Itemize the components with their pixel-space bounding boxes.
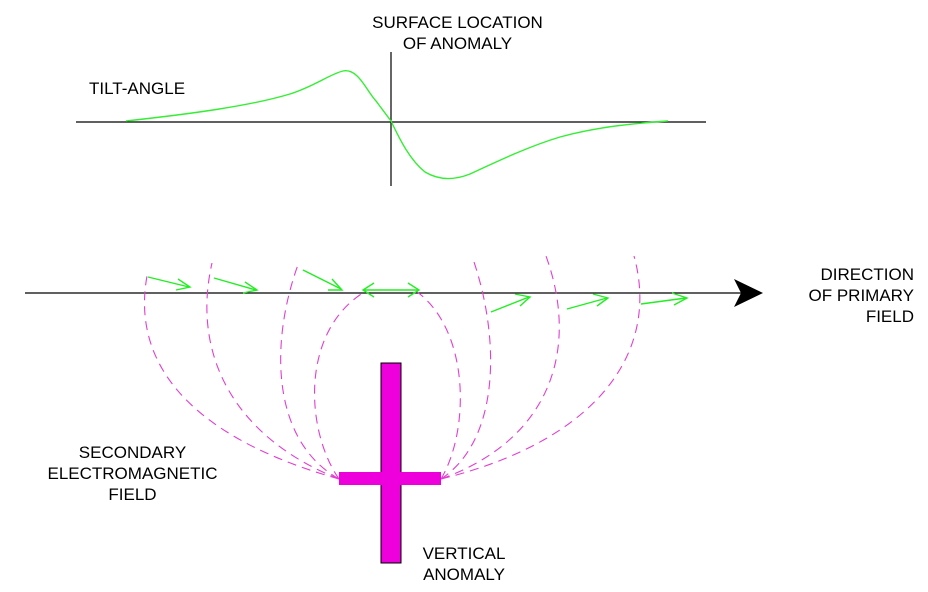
field-line-left-2 bbox=[206, 262, 340, 480]
field-line-right-2 bbox=[440, 255, 560, 480]
primary-field-arrowhead bbox=[734, 279, 763, 307]
secondary-line1: SECONDARY bbox=[78, 443, 187, 462]
surface-location-line2: OF ANOMALY bbox=[402, 34, 513, 53]
field-line-right-1 bbox=[440, 255, 641, 480]
vector-3 bbox=[302, 269, 344, 291]
vector-4-double bbox=[361, 282, 421, 298]
vector-6 bbox=[566, 293, 610, 310]
vertical-line1: VERTICAL bbox=[422, 544, 506, 563]
field-line-right-3 bbox=[440, 261, 492, 480]
field-line-right-4 bbox=[415, 290, 461, 480]
tilt-angle-label: TILT-ANGLE bbox=[89, 79, 186, 98]
surface-location-label: SURFACE LOCATION OF ANOMALY bbox=[340, 12, 575, 54]
anomaly-crossbar bbox=[339, 472, 441, 485]
secondary-line3: FIELD bbox=[108, 485, 157, 504]
vector-5 bbox=[490, 293, 532, 313]
vertical-anomaly-label: VERTICAL ANOMALY bbox=[404, 543, 524, 585]
tilt-angle-curve bbox=[125, 70, 669, 180]
vector-2 bbox=[213, 277, 259, 294]
direction-line2: OF PRIMARY bbox=[808, 286, 914, 305]
vector-7 bbox=[640, 292, 689, 306]
vector-1 bbox=[147, 276, 192, 291]
field-line-left-3 bbox=[280, 261, 340, 480]
direction-line1: DIRECTION bbox=[820, 265, 915, 284]
field-line-left-1 bbox=[143, 275, 340, 480]
direction-label: DIRECTION OF PRIMARY FIELD bbox=[760, 264, 914, 327]
secondary-field-lines bbox=[143, 255, 641, 480]
field-vectors bbox=[147, 269, 689, 313]
field-line-left-4 bbox=[313, 290, 367, 480]
vertical-anomaly-bar bbox=[380, 362, 402, 564]
surface-location-line1: SURFACE LOCATION bbox=[372, 13, 543, 32]
vertical-line2: ANOMALY bbox=[423, 565, 505, 584]
secondary-field-label: SECONDARY ELECTROMAGNETIC FIELD bbox=[15, 442, 250, 505]
secondary-line2: ELECTROMAGNETIC bbox=[47, 464, 218, 483]
direction-line3: FIELD bbox=[865, 307, 914, 326]
